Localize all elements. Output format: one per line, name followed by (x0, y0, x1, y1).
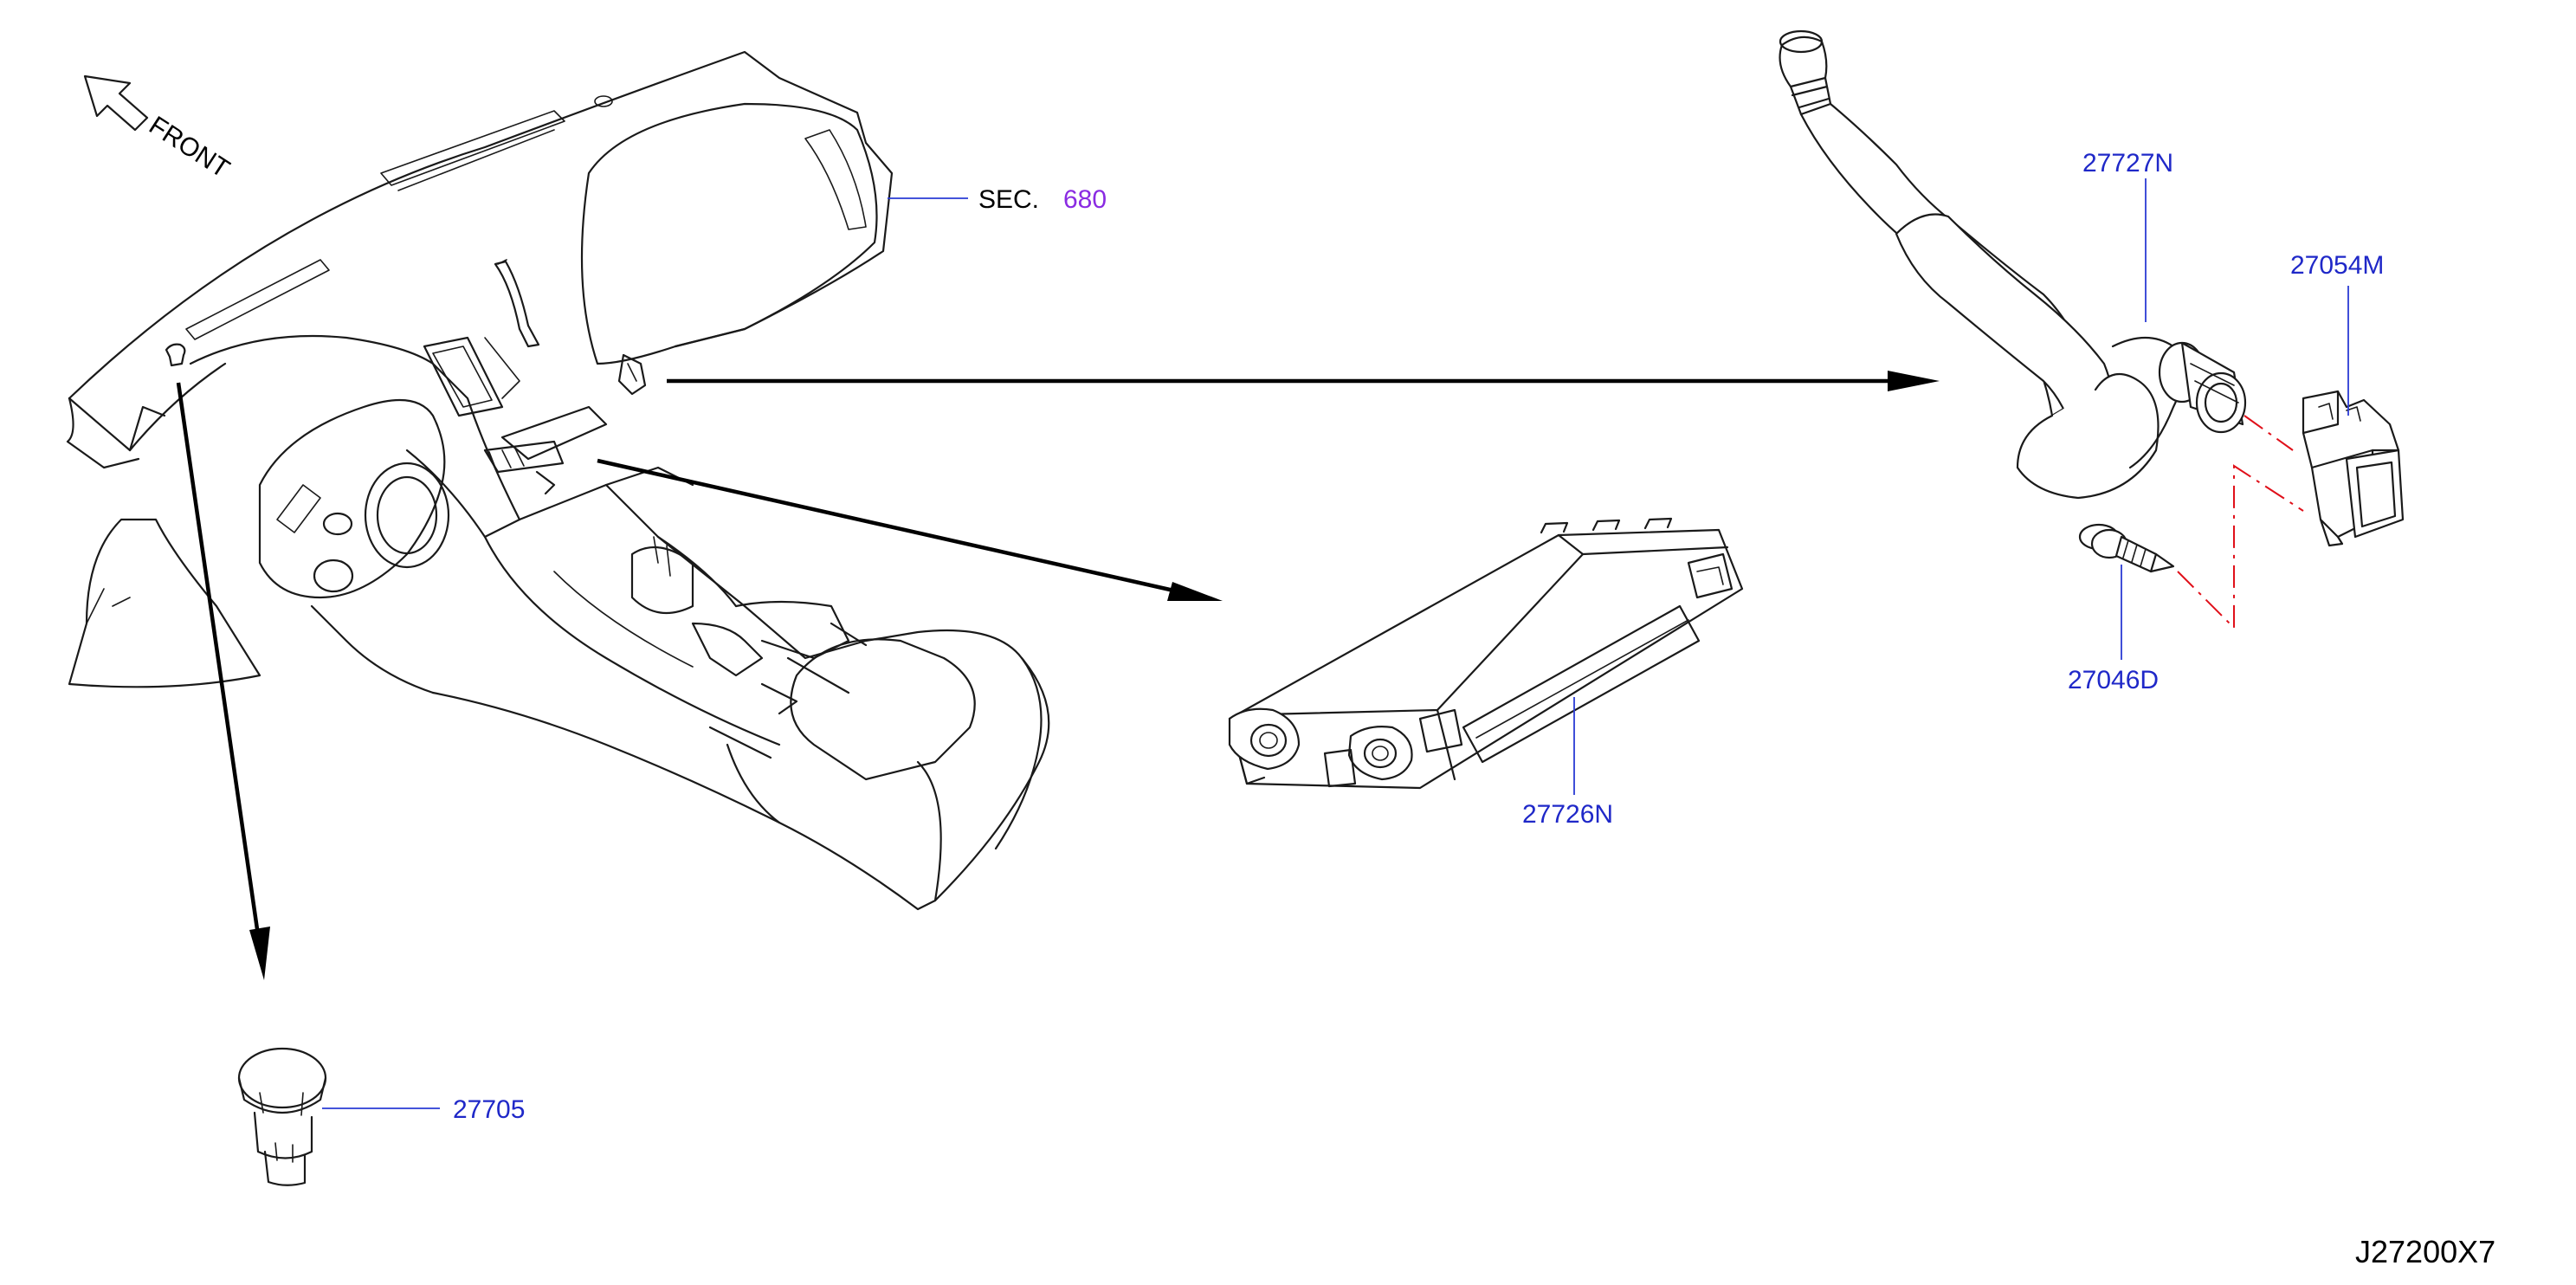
instrument-panel-drawing (66, 50, 1050, 911)
grommet-part-number: 27705 (453, 1095, 525, 1124)
aspirator-hose-drawing (1779, 29, 2247, 500)
callout-arrow-to-control-unit (597, 458, 1223, 601)
front-arrow-icon (83, 74, 149, 132)
phantom-assembly-lines (2177, 415, 2304, 630)
screw-drawing (2078, 523, 2175, 573)
hose-part-number: 27727N (2082, 149, 2173, 178)
callout-arrow-to-sensor (667, 371, 1940, 391)
control-unit-part-number: 27726N (1522, 800, 1613, 829)
sec-number: 680 (1063, 185, 1107, 214)
grommet-drawing (237, 1047, 327, 1186)
sensor-drawing (2302, 390, 2405, 547)
sensor-part-number: 27054M (2290, 251, 2384, 280)
screw-part-number: 27046D (2068, 666, 2159, 694)
control-unit-drawing (1228, 517, 1744, 790)
diagram-id: J27200X7 (2355, 1234, 2495, 1269)
callout-arrow-to-grommet (176, 382, 270, 980)
sec-label: SEC. (978, 185, 1039, 214)
front-label: FRONT (144, 111, 235, 184)
